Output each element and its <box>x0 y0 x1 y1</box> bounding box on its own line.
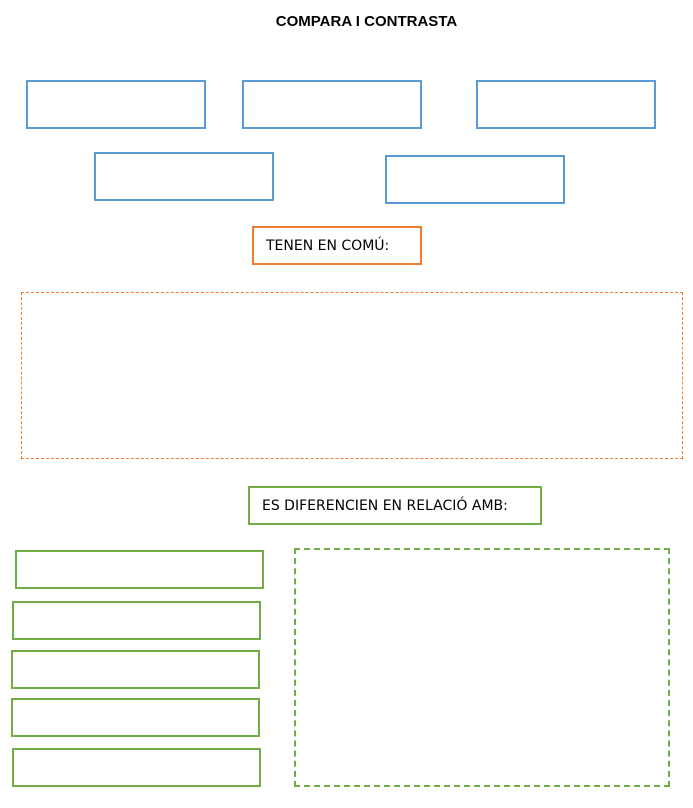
differences-heading-box: ES DIFERENCIEN EN RELACIÓ AMB: <box>248 486 542 525</box>
criterion-box-5[interactable] <box>12 748 261 787</box>
criterion-box-2[interactable] <box>12 601 261 640</box>
criterion-box-3[interactable] <box>11 650 260 689</box>
criterion-box-1[interactable] <box>15 550 264 589</box>
item-box-1[interactable] <box>26 80 206 129</box>
page-title: COMPARA I CONTRASTA <box>275 13 458 30</box>
item-box-4[interactable] <box>94 152 274 201</box>
criterion-box-4[interactable] <box>11 698 260 737</box>
differences-answer-area[interactable] <box>294 548 670 787</box>
common-heading-label: TENEN EN COMÚ: <box>266 237 390 254</box>
differences-heading-label: ES DIFERENCIEN EN RELACIÓ AMB: <box>262 497 508 514</box>
item-box-3[interactable] <box>476 80 656 129</box>
common-heading-box: TENEN EN COMÚ: <box>252 226 422 265</box>
common-answer-area[interactable] <box>21 292 683 459</box>
item-box-2[interactable] <box>242 80 422 129</box>
item-box-5[interactable] <box>385 155 565 204</box>
